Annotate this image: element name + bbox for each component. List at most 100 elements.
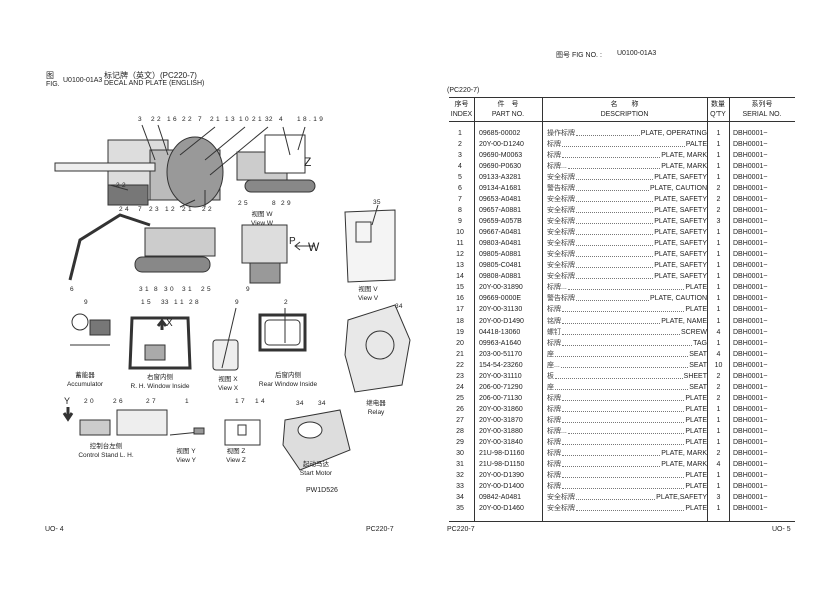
desc-cn: 标牌	[547, 394, 561, 402]
row-qty: 1	[716, 174, 721, 182]
row-qty: 2	[716, 449, 721, 457]
row-index: 29	[456, 438, 464, 446]
callout: 1 7	[235, 398, 245, 405]
row-part-no: 09657-A0881	[479, 207, 522, 215]
row-qty: 1	[716, 471, 721, 479]
desc-en: PLATE, SAFETY	[654, 218, 707, 226]
row-index: 14	[456, 273, 464, 281]
row-index: 34	[456, 493, 464, 501]
desc-en: PLATE, MARK	[661, 152, 707, 160]
parts-diagram	[54, 124, 411, 471]
row-qty: 1	[716, 438, 721, 446]
leader-dots	[562, 150, 661, 159]
desc-en: PLATE	[685, 284, 707, 292]
callout: 32	[265, 116, 273, 123]
leader-dots	[562, 448, 661, 456]
desc-en: SEAT	[689, 361, 707, 369]
leader-dots	[576, 249, 654, 258]
leader-dots	[562, 139, 685, 148]
row-serial: DBH0001~	[733, 317, 768, 325]
relay-drawing	[344, 304, 411, 393]
desc-cn: 铭牌	[547, 317, 561, 325]
row-part-no: 20Y-00-31840	[479, 438, 523, 446]
row-index: 24	[456, 383, 464, 391]
row-serial: DBH0001~	[733, 130, 768, 137]
desc-cn: 安全标牌	[547, 251, 575, 259]
row-part-no: 09690-P0630	[479, 163, 522, 171]
row-part-no: 09803-A0481	[479, 240, 522, 248]
row-serial: DBH0001~	[733, 471, 768, 479]
desc-en: PLATE, SAFETY	[654, 229, 707, 237]
drawing-number: PW1D526	[306, 487, 338, 494]
desc-en: PLATE, CAUTION	[649, 185, 707, 193]
desc-cn: 安全标牌	[547, 196, 575, 204]
row-qty: 1	[716, 152, 721, 160]
row-part-no: 09667-A0481	[479, 229, 522, 237]
desc-en: SHEET	[683, 372, 707, 380]
page-number-left: UO- 4	[45, 526, 64, 533]
desc-cn: 标牌	[547, 339, 561, 347]
row-index: 11	[456, 240, 464, 248]
callout: 1 5	[141, 299, 151, 306]
desc-cn: 安全标牌	[547, 207, 575, 215]
row-part-no: 206-00-71290	[479, 383, 523, 391]
leader-dots	[576, 238, 654, 247]
desc-en: PLATE, SAFETY	[654, 262, 707, 270]
callout: 2 5	[201, 286, 211, 293]
row-serial: DBH0001~	[733, 152, 768, 160]
row-serial: DBH0001~	[733, 361, 768, 369]
row-description: 标牌...PLATE	[547, 282, 707, 293]
row-part-no: 09653-A0481	[479, 196, 522, 204]
row-qty: 1	[716, 229, 721, 237]
row-part-no: 20Y-00-31110	[479, 372, 522, 380]
callout: 3 1	[139, 286, 149, 293]
desc-cn: 标牌	[547, 482, 561, 490]
row-part-no: 21U-98-D1150	[479, 460, 525, 468]
row-description: 标牌...PLATE	[547, 426, 707, 437]
callout: 1 3	[225, 116, 235, 123]
row-part-no: 09134-A1681	[479, 185, 522, 193]
excavator-top-view	[54, 124, 269, 208]
leader-dots	[576, 194, 654, 203]
desc-en: PLATE	[685, 416, 707, 424]
row-serial: DBH0001~	[733, 218, 768, 226]
row-qty: 1	[716, 284, 721, 292]
view-v-drawing	[344, 204, 396, 283]
row-serial: DBH0001~	[733, 505, 768, 513]
row-serial: DBH0001~	[733, 196, 768, 204]
desc-cn: 标牌	[547, 405, 561, 413]
row-index: 21	[456, 350, 464, 358]
row-index: 3	[458, 152, 462, 160]
callout: 33	[161, 299, 169, 306]
row-index: 32	[456, 471, 464, 479]
callout: 7	[198, 116, 202, 123]
callout: 34	[318, 400, 326, 407]
desc-cn: 标牌...	[547, 427, 567, 435]
fig-label-cn: 图	[46, 71, 54, 80]
desc-cn: 安全标牌	[547, 229, 575, 237]
row-serial: DBH0001~	[733, 240, 768, 248]
